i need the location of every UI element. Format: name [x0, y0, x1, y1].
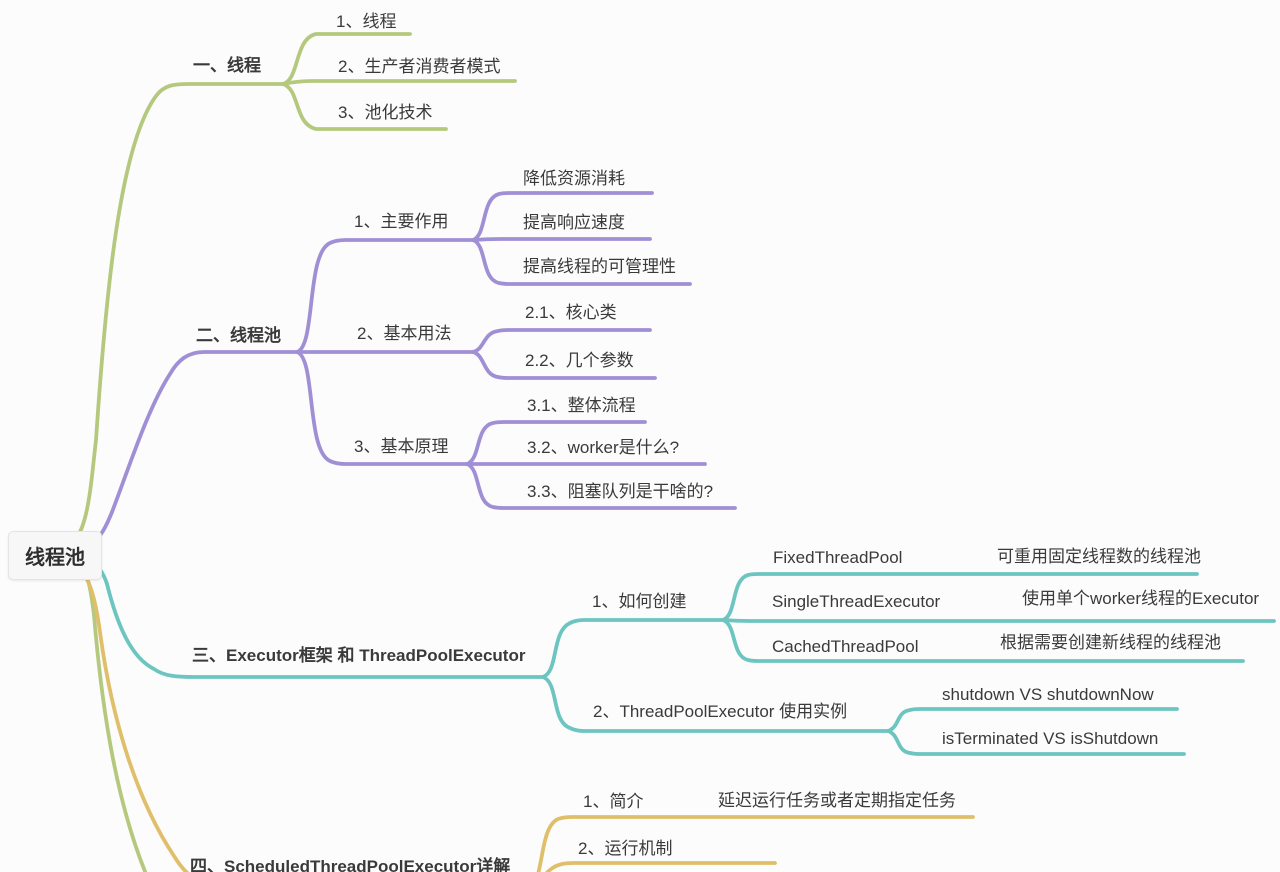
node-intro[interactable]: 1、简介: [583, 792, 644, 811]
branch2-child1-leaf2-line: [471, 237, 652, 242]
node-basic-principle[interactable]: 3、基本原理: [354, 437, 449, 456]
node-what-is-blocking-queue[interactable]: 3.3、阻塞队列是干啥的?: [527, 482, 714, 501]
branch2-child2-leaf2-line: [471, 350, 657, 380]
branch3-cached-row-line: [721, 618, 1245, 663]
node-section2-threadpool[interactable]: 二、线程池: [196, 326, 281, 345]
node-improve-response-speed[interactable]: 提高响应速度: [523, 213, 625, 232]
node-shutdown-vs-shutdownnow[interactable]: shutdown VS shutdownNow: [942, 685, 1154, 704]
branch2-child3-leaf1-line: [465, 420, 647, 466]
branch3-child1-line: [541, 618, 725, 679]
node-isterminated-vs-isshutdown[interactable]: isTerminated VS isShutdown: [942, 729, 1159, 748]
branch2-child1-line: [295, 238, 475, 354]
branch4-trunk-line: [58, 558, 189, 872]
node-overall-flow[interactable]: 3.1、整体流程: [527, 396, 636, 415]
branch3-fixed-row-line: [721, 572, 1199, 622]
node-core-classes[interactable]: 2.1、核心类: [525, 303, 617, 322]
branch1-trunk-line: [58, 82, 285, 550]
node-single-thread-executor[interactable]: SingleThreadExecutor: [772, 592, 941, 611]
node-how-to-create[interactable]: 1、如何创建: [592, 592, 687, 611]
node-section4-scheduled-executor[interactable]: 四、ScheduledThreadPoolExecutor详解: [190, 857, 511, 872]
root-node[interactable]: 线程池: [8, 531, 102, 580]
branch3-child2-leaf2-line: [886, 729, 1186, 756]
branch1-child1-line: [281, 32, 412, 86]
node-cached-thread-pool[interactable]: CachedThreadPool: [772, 637, 919, 656]
node-fixed-thread-pool-desc[interactable]: 可重用固定线程数的线程池: [997, 547, 1201, 566]
node-pooling-technique[interactable]: 3、池化技术: [338, 103, 433, 122]
node-cached-thread-pool-desc[interactable]: 根据需要创建新线程的线程池: [1000, 633, 1221, 652]
branch1-child2-line: [281, 79, 517, 86]
node-producer-consumer-pattern[interactable]: 2、生产者消费者模式: [338, 57, 501, 76]
branch2-child2-leaf1-line: [471, 328, 652, 354]
branch2-child3-leaf3-line: [465, 462, 737, 510]
branch1-child3-line: [281, 82, 448, 131]
branch3-child2-line: [541, 675, 890, 733]
node-intro-desc[interactable]: 延迟运行任务或者定期指定任务: [718, 791, 956, 810]
node-fixed-thread-pool[interactable]: FixedThreadPool: [773, 548, 903, 567]
branch3-child2-leaf1-line: [886, 707, 1179, 733]
node-thread-basics[interactable]: 1、线程: [336, 12, 397, 31]
node-threadpoolexecutor-examples[interactable]: 2、ThreadPoolExecutor 使用实例: [593, 702, 848, 721]
node-section3-executor-framework[interactable]: 三、Executor框架 和 ThreadPoolExecutor: [192, 646, 526, 665]
node-single-thread-executor-desc[interactable]: 使用单个worker线程的Executor: [1022, 589, 1260, 608]
node-section1-threads[interactable]: 一、线程: [193, 56, 261, 75]
node-improve-thread-manageability[interactable]: 提高线程的可管理性: [523, 257, 676, 276]
node-what-is-worker[interactable]: 3.2、worker是什么?: [527, 438, 680, 457]
node-basic-usage[interactable]: 2、基本用法: [357, 324, 452, 343]
branch5-trunk-line: [58, 554, 148, 872]
branch2-child1-leaf3-line: [471, 238, 692, 286]
node-run-mechanism[interactable]: 2、运行机制: [578, 839, 673, 858]
node-parameters[interactable]: 2.2、几个参数: [525, 351, 634, 370]
node-reduce-resource-cost[interactable]: 降低资源消耗: [523, 169, 625, 188]
branch4-child1-line: [536, 815, 975, 872]
branch3-single-row-line: [721, 618, 1276, 623]
branch2-child3-line: [295, 350, 469, 466]
branch2-child1-leaf1-line: [471, 191, 654, 242]
node-main-functions[interactable]: 1、主要作用: [354, 212, 449, 231]
branch4-child2-line: [545, 861, 777, 872]
